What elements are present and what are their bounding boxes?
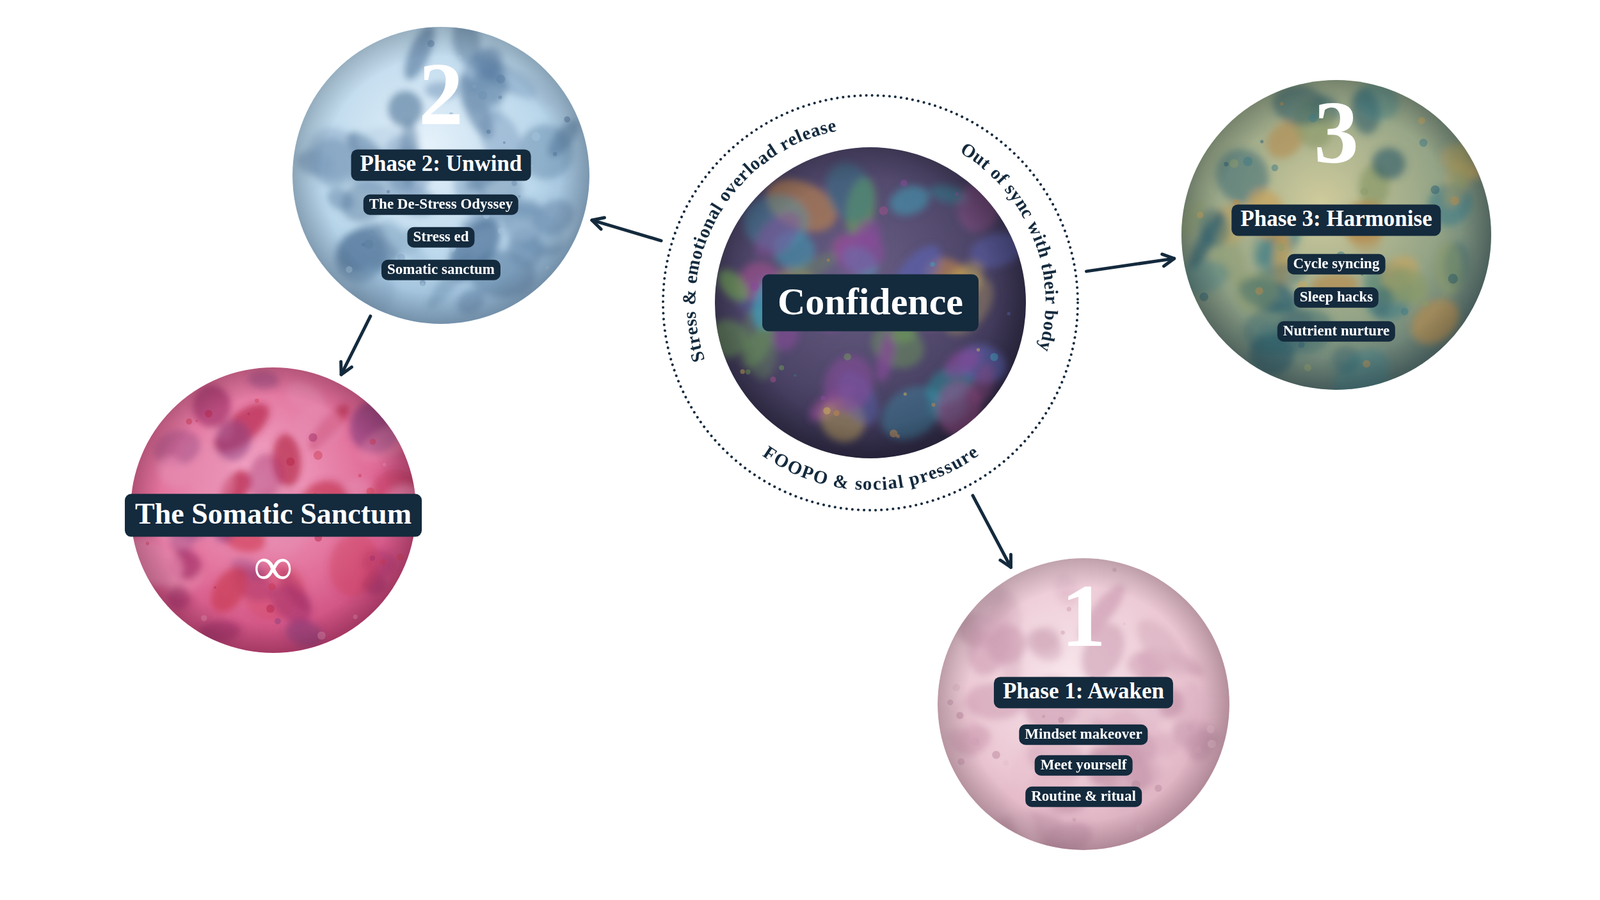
pill-text: Phase 2: Unwind bbox=[360, 151, 523, 177]
moon-surface bbox=[110, 367, 431, 653]
pill-text: The De-Stress Odyssey bbox=[369, 195, 513, 213]
flow-arrow bbox=[1086, 258, 1174, 272]
pill-item: Somatic sanctum bbox=[381, 259, 501, 281]
moon-surface bbox=[292, 14, 590, 324]
moon-circle: 3Phase 3: HarmoniseCycle syncingSleep ha… bbox=[1181, 80, 1492, 390]
pill-heading: Phase 3: Harmonise bbox=[1231, 204, 1441, 236]
ring-letter bbox=[680, 283, 700, 290]
moon-rim bbox=[130, 367, 416, 653]
dotted-ring-outline bbox=[663, 95, 1078, 511]
pill-text: Sleep hacks bbox=[1299, 288, 1373, 306]
pill-item: Sleep hacks bbox=[1294, 287, 1379, 308]
pill-item: Meet yourself bbox=[1034, 755, 1133, 776]
pill-item: The De-Stress Odyssey bbox=[363, 194, 519, 216]
moon-rim bbox=[1181, 80, 1492, 390]
ring-letter bbox=[680, 305, 699, 312]
moon-base bbox=[714, 147, 1026, 459]
pill-heading: Phase 2: Unwind bbox=[351, 149, 532, 181]
ring-letter: o bbox=[862, 474, 873, 493]
ring-letter: s bbox=[854, 474, 863, 494]
ring-letter: & bbox=[832, 471, 851, 493]
pill-item: Stress ed bbox=[407, 227, 475, 248]
ring-letter bbox=[1041, 304, 1061, 310]
pill-text: Phase 1: Awaken bbox=[1002, 678, 1165, 704]
pill-heading: Phase 1: Awaken bbox=[993, 676, 1174, 708]
phase-number: 1 bbox=[1061, 570, 1106, 661]
pill-item: Mindset makeover bbox=[1018, 724, 1148, 745]
flow-arrow bbox=[972, 495, 1012, 568]
pill-text: Nutrient nurture bbox=[1283, 322, 1390, 340]
dotted-ring: Stress & emotional overload releaseOut o… bbox=[661, 93, 1080, 512]
ring-letter: h bbox=[1039, 268, 1060, 282]
pill-item: Routine & ritual bbox=[1025, 786, 1142, 808]
moon-base bbox=[937, 558, 1230, 850]
ring-letter: e bbox=[1041, 280, 1061, 291]
moon-base bbox=[292, 26, 590, 324]
moon-rim bbox=[937, 558, 1230, 850]
phase-number: 2 bbox=[418, 49, 464, 139]
pill-text: Meet yourself bbox=[1040, 756, 1128, 774]
pill-text: Mindset makeover bbox=[1024, 725, 1142, 743]
phase-number: 3 bbox=[1313, 87, 1359, 178]
pill-heading: The Somatic Sanctum bbox=[124, 494, 422, 537]
moon-rim bbox=[714, 147, 1026, 459]
ring-letter: c bbox=[872, 474, 882, 493]
ring-letter: s bbox=[680, 311, 700, 320]
pill-text: Cycle syncing bbox=[1293, 255, 1380, 272]
ring-letter: & bbox=[679, 289, 699, 306]
moon-base bbox=[1181, 80, 1492, 390]
pill-text: The Somatic Sanctum bbox=[135, 497, 412, 532]
infinity-symbol: ∞ bbox=[254, 539, 293, 594]
moon-surface bbox=[1163, 76, 1492, 422]
ring-letter bbox=[848, 473, 856, 493]
center-pill: Confidence bbox=[762, 274, 979, 332]
pill-text: Phase 3: Harmonise bbox=[1240, 206, 1432, 232]
planet-circle: Confidence bbox=[714, 147, 1026, 459]
pill-item: Cycle syncing bbox=[1287, 254, 1386, 275]
moon-circle: ∞ The Somatic Sanctum bbox=[130, 367, 416, 653]
pill-text: Routine & ritual bbox=[1031, 787, 1136, 805]
ring-letter: r bbox=[1041, 295, 1061, 304]
pill-text: Somatic sanctum bbox=[387, 261, 495, 278]
moon-circle: 1Phase 1: AwakenMindset makeoverMeet you… bbox=[937, 558, 1230, 850]
moon-surface bbox=[937, 558, 1230, 863]
pill-text: Confidence bbox=[777, 279, 964, 324]
ring-letter: b bbox=[1041, 309, 1061, 322]
pill-item: Nutrient nurture bbox=[1277, 321, 1396, 342]
ring-letter: i bbox=[1041, 289, 1061, 296]
moon-circle: 2Phase 2: UnwindThe De-Stress OdysseyStr… bbox=[292, 26, 590, 324]
moon-base bbox=[130, 367, 416, 653]
flow-arrow bbox=[341, 316, 371, 375]
flow-arrow bbox=[592, 220, 662, 241]
pill-text: Stress ed bbox=[412, 228, 469, 246]
moon-rim bbox=[292, 26, 590, 324]
moon-surface bbox=[705, 147, 1028, 459]
